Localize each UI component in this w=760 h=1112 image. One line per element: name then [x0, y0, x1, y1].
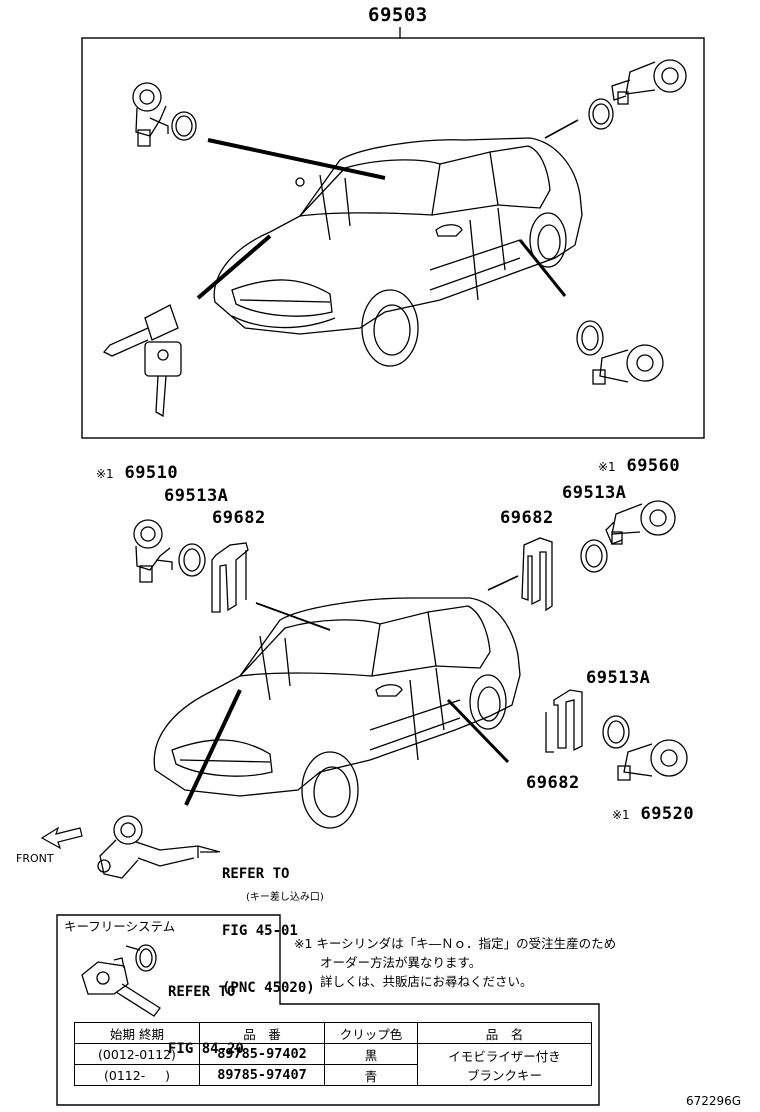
clip-color-cell: 青: [324, 1064, 418, 1086]
cylinder-69560-illustration: [605, 500, 676, 545]
ring-69513A-left: [178, 543, 206, 577]
callout-69503: 69503: [368, 4, 428, 26]
callout-69682-left: 69682: [212, 508, 266, 528]
order-note-text1: キーシリンダは「キ―Ｎｏ．指定」の受注生産のため: [316, 936, 617, 951]
front-label: FRONT: [16, 852, 54, 865]
table-row: (0012-0112) 89785-97402 黒 イモビライザー付き ブランク…: [74, 1043, 592, 1086]
period-cell: (0112- ): [74, 1064, 200, 1086]
callout-69682-right: 69682: [500, 508, 554, 528]
order-note-line1: ※1 キーシリンダは「キ―Ｎｏ．指定」の受注生産のため: [294, 934, 616, 953]
callout-69560: ※1 69560: [598, 456, 680, 476]
clip-69682-right: [521, 537, 553, 612]
callout-69510-number: 69510: [124, 463, 179, 483]
refer-line2: FIG 45-01: [222, 923, 298, 939]
note-mark: ※1: [294, 936, 313, 951]
refer-line3: (PNC 45020): [222, 980, 315, 996]
callout-69560-number: 69560: [626, 456, 681, 476]
cylinder-69510-illustration: [133, 519, 173, 583]
callout-69510: ※1 69510: [96, 463, 178, 483]
header-period: 始期 終期: [74, 1022, 200, 1044]
note-mark: ※1: [96, 467, 114, 481]
ring-69513A-right: [580, 539, 608, 573]
period-cell: (0012-0112): [74, 1043, 200, 1065]
callout-69682-lower: 69682: [526, 773, 580, 793]
cylinder-top-left: [132, 82, 197, 147]
figure-code: 672296G: [686, 1094, 742, 1108]
part-name-cell: イモビライザー付き ブランクキー: [417, 1043, 592, 1086]
callout-69513A-right: 69513A: [562, 483, 627, 503]
car-top-illustration: [213, 137, 583, 367]
callout-69520: ※1 69520: [612, 804, 694, 824]
table-header-row: 始期 終期 品 番 クリップ色 品 名: [74, 1022, 592, 1044]
ring-69513A-lower: [602, 715, 630, 749]
assembly-frame: [81, 37, 705, 439]
header-part-number: 品 番: [199, 1022, 325, 1044]
cylinder-top-right: [588, 59, 687, 130]
note-mark: ※1: [612, 808, 630, 822]
car-bottom-illustration: [153, 597, 521, 829]
part-name-line2: ブランクキー: [466, 1067, 542, 1083]
cylinder-bottom-right-top: [576, 320, 664, 385]
clip-color-cell: 黒: [324, 1043, 418, 1065]
callout-69520-number: 69520: [640, 804, 695, 824]
clip-69682-lower: [545, 689, 583, 753]
header-part-name: 品 名: [417, 1022, 592, 1044]
table-row: (0112- ) 89785-97407 青: [74, 1064, 592, 1086]
note-mark: ※1: [598, 460, 616, 474]
key-insert-note: (キー差し込み口): [246, 892, 324, 903]
callout-69513A-left: 69513A: [164, 486, 229, 506]
order-note-line2: オーダー方法が異なります。: [320, 955, 482, 970]
keys-illustration: [102, 304, 182, 418]
order-note-line3: 詳しくは、共販店にお尋ねください。: [320, 974, 533, 989]
keyless-box-frame: [56, 914, 600, 1106]
part-number-cell: 89785-97407: [199, 1064, 325, 1086]
keyless-refer-line1: REFER TO: [168, 984, 236, 1000]
blank-key-table: 始期 終期 品 番 クリップ色 品 名 (0012-0112) 89785-97…: [74, 1022, 592, 1086]
header-clip-color: クリップ色: [324, 1022, 418, 1044]
refer-line1: REFER TO: [222, 866, 290, 882]
order-note: ※1 キーシリンダは「キ―Ｎｏ．指定」の受注生産のため オーダー方法が異なります…: [294, 934, 616, 991]
part-number-cell: 89785-97402: [199, 1043, 325, 1065]
ignition-cylinder-illustration: [97, 815, 221, 879]
clip-69682-left: [211, 542, 249, 613]
refer-fig-45-01: REFER TO FIG 45-01 (PNC 45020): [222, 827, 315, 1017]
keyless-key-illustration: [81, 944, 161, 1017]
keyless-title: キーフリーシステム: [64, 919, 176, 934]
cylinder-69520-illustration: [617, 739, 688, 781]
front-arrow-icon: [40, 826, 83, 850]
part-name-line1: イモビライザー付き: [448, 1048, 561, 1064]
callout-69513A-lower: 69513A: [586, 668, 651, 688]
